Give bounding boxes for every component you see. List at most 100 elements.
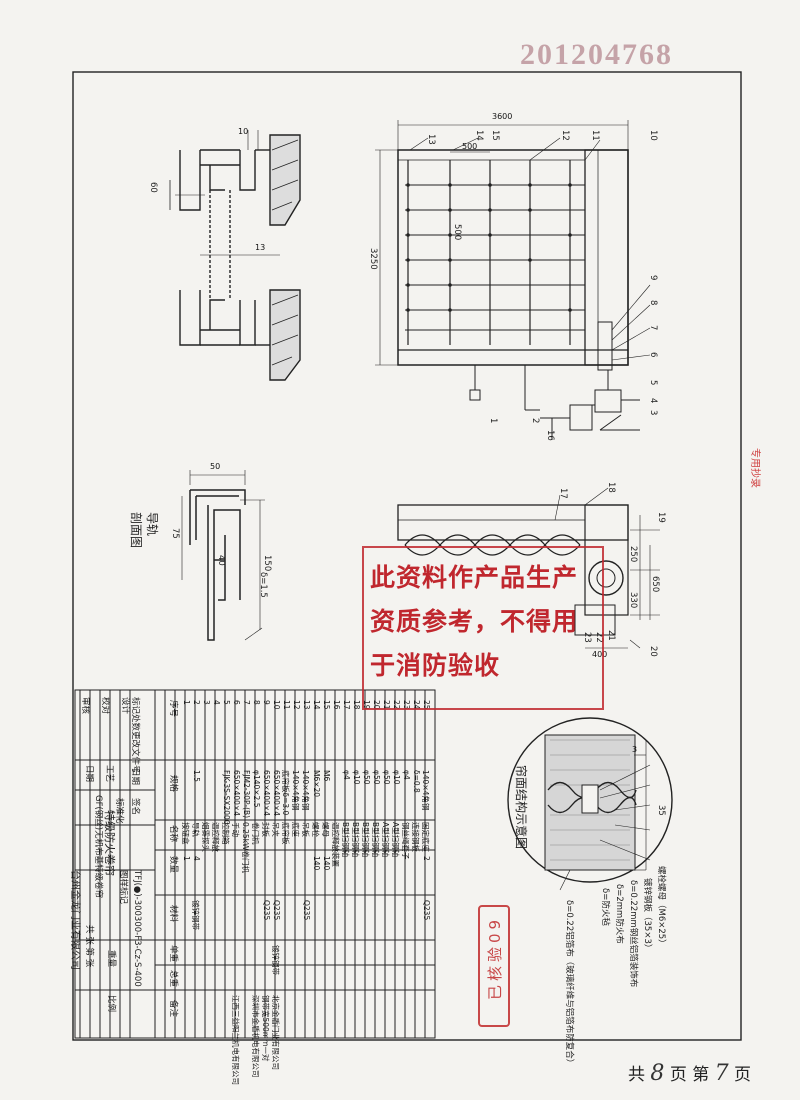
callout-label: 16 bbox=[545, 430, 555, 441]
bom-cell: 6 bbox=[232, 700, 241, 705]
bom-cell: 3 bbox=[202, 700, 211, 705]
bom-cell: 烟雾探头 bbox=[201, 822, 210, 852]
dim-label: 500 bbox=[462, 142, 478, 151]
bom-header: 数量 bbox=[168, 856, 178, 874]
bom-cell: 钢带宽500mm一对 bbox=[261, 995, 270, 1062]
detail-label: δ=2mm防火布 bbox=[614, 884, 624, 944]
callout-label: 15 bbox=[490, 130, 500, 141]
bom-header: 材料 bbox=[168, 905, 178, 923]
bom-cell: B型扫钢轴 bbox=[361, 822, 370, 858]
bom-cell: M6×20 bbox=[312, 770, 321, 798]
dim-label: 500 bbox=[452, 224, 462, 241]
callout-label: 9 bbox=[648, 275, 658, 281]
callout-label: 5 bbox=[648, 380, 658, 386]
bom-cell: B型扫钢轴 bbox=[341, 822, 350, 858]
title-block-grid bbox=[74, 689, 436, 1039]
callout-label: 3 bbox=[648, 410, 658, 416]
bom-cell: 18 bbox=[352, 700, 361, 710]
bom-cell: 16 bbox=[332, 700, 341, 710]
sign-row: 设计 bbox=[120, 697, 130, 715]
bom-cell: 140×4角钢 bbox=[291, 770, 300, 811]
bom-cell: 9 bbox=[262, 700, 271, 705]
bom-cell: Q235 bbox=[422, 900, 431, 921]
sign-row: 审核 bbox=[80, 697, 90, 715]
dim-label: 400 bbox=[592, 650, 608, 659]
detail-label: δ=0.22铝箔布（玻璃纤维与铝箔布防复合） bbox=[564, 900, 574, 1068]
bom-header: 序号 bbox=[168, 700, 178, 718]
bom-cell: 10 bbox=[272, 700, 281, 710]
callout-label: 19 bbox=[656, 512, 666, 523]
bom-cell: 卷门机 bbox=[251, 822, 260, 845]
warning-stamp: 此资料作产品生产资质参考，不得用于消防验收 bbox=[370, 563, 579, 680]
bom-cell: Q235 bbox=[302, 900, 311, 921]
bom-cell: 650×400×4 bbox=[262, 770, 271, 816]
callout-label: 2 bbox=[530, 418, 540, 424]
bom-cell: M6 bbox=[322, 770, 331, 782]
sign-right: 日期 bbox=[84, 765, 94, 783]
callout-label: 11 bbox=[590, 130, 600, 141]
bom-cell: 4 bbox=[192, 856, 201, 861]
bom-cell: 140 bbox=[312, 856, 321, 871]
dim-label: 250 bbox=[628, 546, 638, 563]
company-name: 台州金龙门业有限公司 bbox=[69, 870, 80, 970]
edge-mark: 专用抄录 bbox=[749, 448, 760, 488]
dim-label: 13 bbox=[255, 243, 266, 252]
detail-label: δ=防火毡 bbox=[600, 888, 610, 926]
dim-label: 3250 bbox=[368, 248, 378, 270]
bom-cell: 底帘板δ=3.0 bbox=[281, 770, 290, 816]
detail-title: 帘面结构示意图 bbox=[514, 765, 528, 850]
bom-cell: B型扫钢轴 bbox=[351, 822, 360, 858]
callout-label: 1 bbox=[488, 418, 498, 424]
document-number: 201204768 bbox=[520, 38, 673, 71]
dim-label: 60 bbox=[148, 182, 158, 193]
dim-label: δ=1.5 bbox=[258, 572, 268, 598]
bom-cell: φ4 bbox=[342, 770, 351, 780]
bom-cell: 螺母 bbox=[321, 822, 330, 837]
bom-cell: 140 bbox=[322, 856, 331, 871]
bom-cell: 固定底座 bbox=[421, 822, 430, 852]
drawing-frame bbox=[72, 71, 742, 1041]
callout-label: 8 bbox=[648, 300, 658, 306]
bom-header: 总重 bbox=[168, 970, 178, 988]
bom-cell: 14 bbox=[312, 700, 321, 710]
drawing-number: TFJ(●)-300300-F3-Cz-S-400 bbox=[132, 870, 142, 987]
bom-cell: 螺栓 bbox=[311, 822, 320, 837]
sheet-label: 共 张 第 张 bbox=[84, 925, 94, 968]
bom-cell: 江西三益阳兰机电有限公司 bbox=[231, 995, 240, 1085]
bom-cell: 8 bbox=[252, 700, 261, 705]
bom-cell: 手动 bbox=[231, 822, 240, 837]
bom-header: 单重 bbox=[168, 945, 178, 963]
callout-label: 13 bbox=[426, 134, 436, 145]
bom-cell: φ50 bbox=[372, 770, 381, 785]
bom-cell: δ=0.8 bbox=[412, 770, 421, 793]
bom-cell: 0.25kW卷门机 bbox=[241, 822, 250, 873]
callout-label: 4 bbox=[648, 398, 658, 404]
bom-cell: 4 bbox=[212, 700, 221, 705]
detail-label: 螺栓螺母（M6×25） bbox=[656, 866, 666, 948]
bom-cell: 吊板 bbox=[301, 822, 310, 837]
bom-cell: 钢丝绳套子 bbox=[401, 822, 410, 860]
bom-cell: 导轨 bbox=[191, 822, 200, 837]
bom-cell: 15 bbox=[322, 700, 331, 710]
bom-cell: 7 bbox=[242, 700, 251, 705]
sign-right: 标准化 bbox=[114, 798, 124, 824]
bom-cell: 1 bbox=[182, 700, 191, 705]
scale-label: 比例 bbox=[106, 995, 116, 1013]
bom-cell: Q235 bbox=[272, 900, 281, 921]
dim-label: 150 bbox=[262, 555, 272, 572]
dim-label: 650 bbox=[650, 576, 660, 593]
bom-cell: 11 bbox=[282, 700, 291, 710]
callout-label: 18 bbox=[606, 482, 616, 493]
bom-cell: 2 bbox=[422, 856, 431, 861]
bom-cell: 控制箱 bbox=[221, 822, 230, 845]
bom-header: 备注 bbox=[168, 1000, 178, 1018]
callout-label: 12 bbox=[560, 130, 570, 141]
bom-header: 名称 bbox=[168, 825, 178, 843]
sign-col: 签名 bbox=[130, 798, 140, 816]
callout-label: 21 bbox=[606, 630, 616, 641]
sign-right: 工艺 bbox=[104, 765, 114, 783]
rail-detail bbox=[169, 130, 301, 381]
bom-cell: A型扫钢轴 bbox=[381, 822, 390, 858]
dim-label: 10 bbox=[238, 127, 249, 136]
